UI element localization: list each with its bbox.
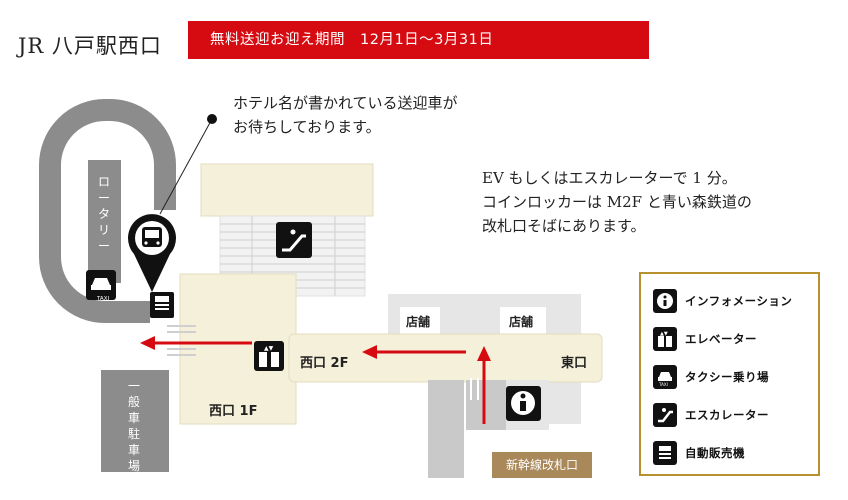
legend-label-vending: 自動販売機: [685, 446, 745, 460]
legend-item-vending: 自動販売機: [653, 440, 745, 466]
shop-box-2: [500, 307, 546, 334]
information-map-icon: [506, 386, 541, 421]
lower-corridor-1: [428, 380, 464, 478]
ticket-gates: [470, 378, 479, 400]
pickup-dot: [207, 114, 217, 124]
lower-corridor-2: [466, 380, 506, 430]
taxi-icon: TAXI: [653, 365, 677, 389]
parking-label: 一般車駐車場: [127, 379, 140, 473]
rotary-label: ロータリー: [97, 175, 110, 253]
svg-text:▲▼: ▲▼: [264, 345, 274, 352]
escalator-map-icon: [276, 222, 312, 258]
route-note: EV もしくはエスカレーターで 1 分。 コインロッカーは M2F と青い森鉄道…: [482, 166, 752, 238]
svg-text:TAXI: TAXI: [658, 382, 668, 387]
pickup-note: ホテル名が書かれている送迎車が お待ちしております。: [233, 91, 458, 139]
shop-label-1: 店舗: [406, 315, 431, 329]
shinkansen-gate-label: 新幹線改札口: [492, 452, 592, 478]
bus-stop-pin-icon: [128, 214, 176, 292]
upper-hall: [200, 163, 374, 217]
east-exit-label: 東口: [561, 356, 588, 371]
pickup-note-line2: お待ちしております。: [233, 118, 381, 136]
legend-item-elevator: ▲▼ エレベーター: [653, 326, 757, 352]
legend-label-escalator: エスカレーター: [685, 408, 769, 422]
escalator-icon: [653, 403, 677, 427]
route-note-line3: 改札口そばにあります。: [482, 217, 646, 235]
shop-label-2: 店舗: [509, 315, 534, 329]
rotary-road: [39, 99, 176, 323]
pickup-note-line1: ホテル名が書かれている送迎車が: [233, 94, 458, 112]
taxi-map-text: TAXI: [97, 296, 110, 302]
legend-item-taxi: TAXI タクシー乗り場: [653, 364, 769, 390]
legend-item-escalator: エスカレーター: [653, 402, 769, 428]
legend-label-information: インフォメーション: [685, 294, 793, 308]
west-1f-label: 西口 1F: [209, 404, 258, 419]
pickup-leader-line: [159, 118, 213, 215]
parking-area: [101, 370, 169, 472]
route-arrows: [140, 336, 491, 424]
map-legend: インフォメーション ▲▼ エレベーター TAXI タクシー乗り場 エスカレーター…: [639, 272, 820, 476]
info-icon: [653, 289, 677, 313]
route-note-line2: コインロッカーは M2F と青い森鉄道の: [482, 193, 752, 211]
route-note-line1: EV もしくはエスカレーターで 1 分。: [482, 169, 737, 187]
crosswalk: [167, 325, 196, 356]
pickup-period-banner: 無料送迎お迎え期間 12月1日〜3月31日: [188, 21, 649, 59]
shop-box-1: [400, 307, 440, 334]
elevator-map-icon: ▲▼: [254, 341, 284, 371]
vending-machine-map-icon: [150, 292, 174, 318]
vending-machine-icon: [653, 441, 677, 465]
svg-text:▲▼: ▲▼: [660, 331, 668, 337]
taxi-stop-icon: [86, 270, 116, 300]
legend-label-taxi: タクシー乗り場: [685, 370, 769, 384]
station-title: JR 八戸駅西口: [18, 34, 162, 58]
elevator-icon: ▲▼: [653, 327, 677, 351]
legend-item-information: インフォメーション: [653, 288, 792, 314]
west-2f-label: 西口 2F: [300, 356, 349, 371]
rotary-area: [88, 160, 121, 283]
legend-label-elevator: エレベーター: [685, 332, 757, 346]
